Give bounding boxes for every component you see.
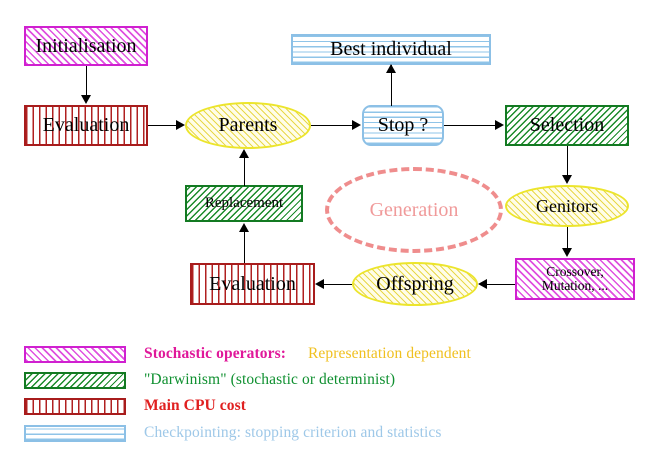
edge-init-to-eval <box>86 66 87 96</box>
node-stop-label: Stop ? <box>377 114 429 136</box>
arrowhead-replacement-to-parents <box>239 149 249 158</box>
legend-swatch-red <box>24 397 126 415</box>
legend-label-representation-dependent: Representation dependent <box>307 345 471 362</box>
legend-row-darwinism: "Darwinism" (stochastic or determinist) <box>24 371 395 389</box>
node-initialisation[interactable]: Initialisation <box>24 26 148 66</box>
legend-label-checkpointing: Checkpointing: stopping criterion and st… <box>144 424 442 441</box>
edge-stop-to-selection <box>444 125 496 126</box>
node-genitors-label: Genitors <box>536 195 598 216</box>
node-stop[interactable]: Stop ? <box>362 105 444 146</box>
edge-parents-to-stop <box>311 125 353 126</box>
node-best-individual[interactable]: Best individual <box>291 34 491 65</box>
node-replacement[interactable]: Replacement <box>185 185 303 222</box>
legend-label-stochastic-operators: Stochastic operators: <box>144 345 287 362</box>
edge-eval-to-replacement <box>244 232 245 263</box>
legend-swatch-magenta <box>24 345 126 363</box>
edge-offspring-to-eval <box>324 284 352 285</box>
node-generation-label: Generation <box>369 198 459 221</box>
legend-label-darwinism: "Darwinism" (stochastic or determinist) <box>144 371 396 388</box>
node-evaluation-top[interactable]: Evaluation <box>24 105 148 146</box>
legend-row-checkpointing: Checkpointing: stopping criterion and st… <box>24 424 442 442</box>
legend-label-main-cpu-cost: Main CPU cost <box>144 397 247 414</box>
arrowhead-parents-to-stop <box>352 120 361 130</box>
legend-text-stochastic: Stochastic operators: Representation dep… <box>144 345 471 363</box>
arrowhead-eval-to-parents <box>176 120 185 130</box>
legend-row-cpu-cost: Main CPU cost <box>24 397 246 415</box>
node-generation-boundary: Generation <box>325 167 503 253</box>
node-evaluation-top-label: Evaluation <box>42 114 130 136</box>
node-offspring[interactable]: Offspring <box>352 262 478 306</box>
arrowhead-init-to-eval <box>81 95 91 104</box>
node-evaluation-bottom[interactable]: Evaluation <box>190 263 315 305</box>
node-selection-label: Selection <box>529 114 605 136</box>
edge-selection-to-genitors <box>567 146 568 176</box>
edge-eval-to-parents <box>148 125 177 126</box>
arrowhead-crossover-to-offspring <box>478 279 487 289</box>
node-best-individual-label: Best individual <box>330 38 452 60</box>
edge-replacement-to-parents <box>244 158 245 186</box>
arrowhead-genitors-to-crossover <box>562 248 572 257</box>
node-crossover-mutation[interactable]: Crossover, Mutation, ... <box>515 258 635 300</box>
edge-stop-to-best <box>391 65 392 106</box>
legend-row-stochastic: Stochastic operators: Representation dep… <box>24 345 471 363</box>
node-selection[interactable]: Selection <box>505 105 629 146</box>
edge-genitors-to-crossover <box>567 227 568 249</box>
node-replacement-label: Replacement <box>204 194 284 211</box>
legend-swatch-blue <box>24 424 126 442</box>
node-initialisation-label: Initialisation <box>35 34 137 57</box>
node-genitors[interactable]: Genitors <box>505 185 629 227</box>
arrowhead-stop-to-best <box>386 64 396 73</box>
arrowhead-stop-to-selection <box>495 120 504 130</box>
node-crossover-line2: Mutation, ... <box>541 278 609 293</box>
arrowhead-selection-to-genitors <box>562 175 572 184</box>
legend-swatch-green <box>24 371 126 389</box>
node-crossover-line1: Crossover, <box>546 263 604 279</box>
node-offspring-label: Offspring <box>376 272 454 295</box>
node-parents-label: Parents <box>218 114 278 136</box>
node-parents[interactable]: Parents <box>185 102 311 149</box>
node-evaluation-bottom-label: Evaluation <box>209 272 296 295</box>
arrowhead-offspring-to-eval <box>315 279 324 289</box>
edge-crossover-to-offspring <box>487 284 515 285</box>
arrowhead-eval-to-replacement <box>239 223 249 232</box>
